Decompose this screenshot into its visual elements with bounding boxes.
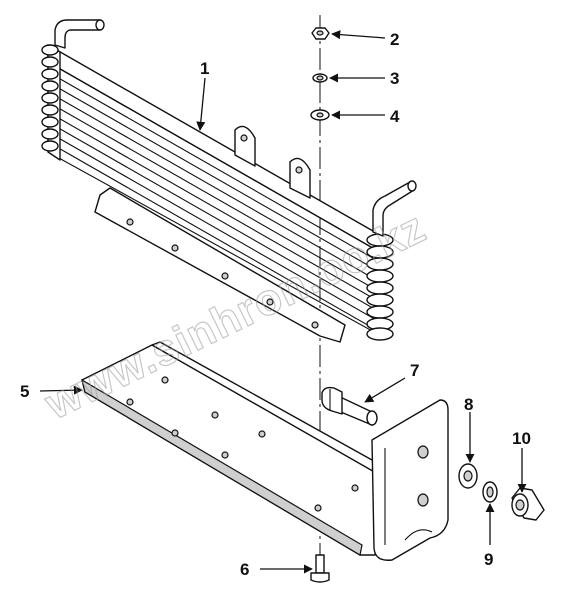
- lock-washer: [482, 481, 498, 503]
- callout-6: 6: [240, 560, 249, 579]
- flat-washer: [458, 463, 478, 489]
- callout-4: 4: [390, 107, 400, 126]
- cooler-mounting-flange: [94, 187, 346, 343]
- callout-8: 8: [464, 395, 473, 414]
- callout-5: 5: [20, 382, 29, 401]
- leader-7: [364, 377, 406, 403]
- callout-3: 3: [390, 69, 399, 88]
- leader-2: [331, 30, 386, 40]
- bracket-bolt: [321, 386, 378, 426]
- bracket-vertical-flange: [371, 399, 449, 561]
- bottom-bolt: [310, 554, 330, 583]
- mounting-bracket: [81, 341, 449, 561]
- hex-nut: [511, 487, 545, 521]
- callout-9: 9: [484, 550, 493, 569]
- top-lock-washer: [312, 73, 328, 83]
- oil-cooler: [41, 19, 417, 343]
- callout-10: 10: [512, 429, 531, 448]
- cooler-mounting-tab-left: [234, 125, 256, 167]
- leader-5: [39, 385, 83, 395]
- leader-1: [196, 77, 206, 131]
- bracket-hole-upper: [417, 445, 429, 459]
- callout-2: 2: [390, 30, 399, 49]
- cooler-mounting-tab-right: [289, 157, 311, 199]
- top-flat-washer: [310, 109, 330, 121]
- callout-7: 7: [410, 361, 419, 380]
- top-nut: [311, 27, 330, 40]
- cooler-inlet-pipe: [54, 19, 101, 49]
- callout-1: 1: [200, 59, 209, 78]
- bracket-hole-lower: [417, 493, 429, 507]
- cooler-left-coil-ends: [41, 44, 59, 152]
- cooler-right-coil-ends: [366, 233, 394, 341]
